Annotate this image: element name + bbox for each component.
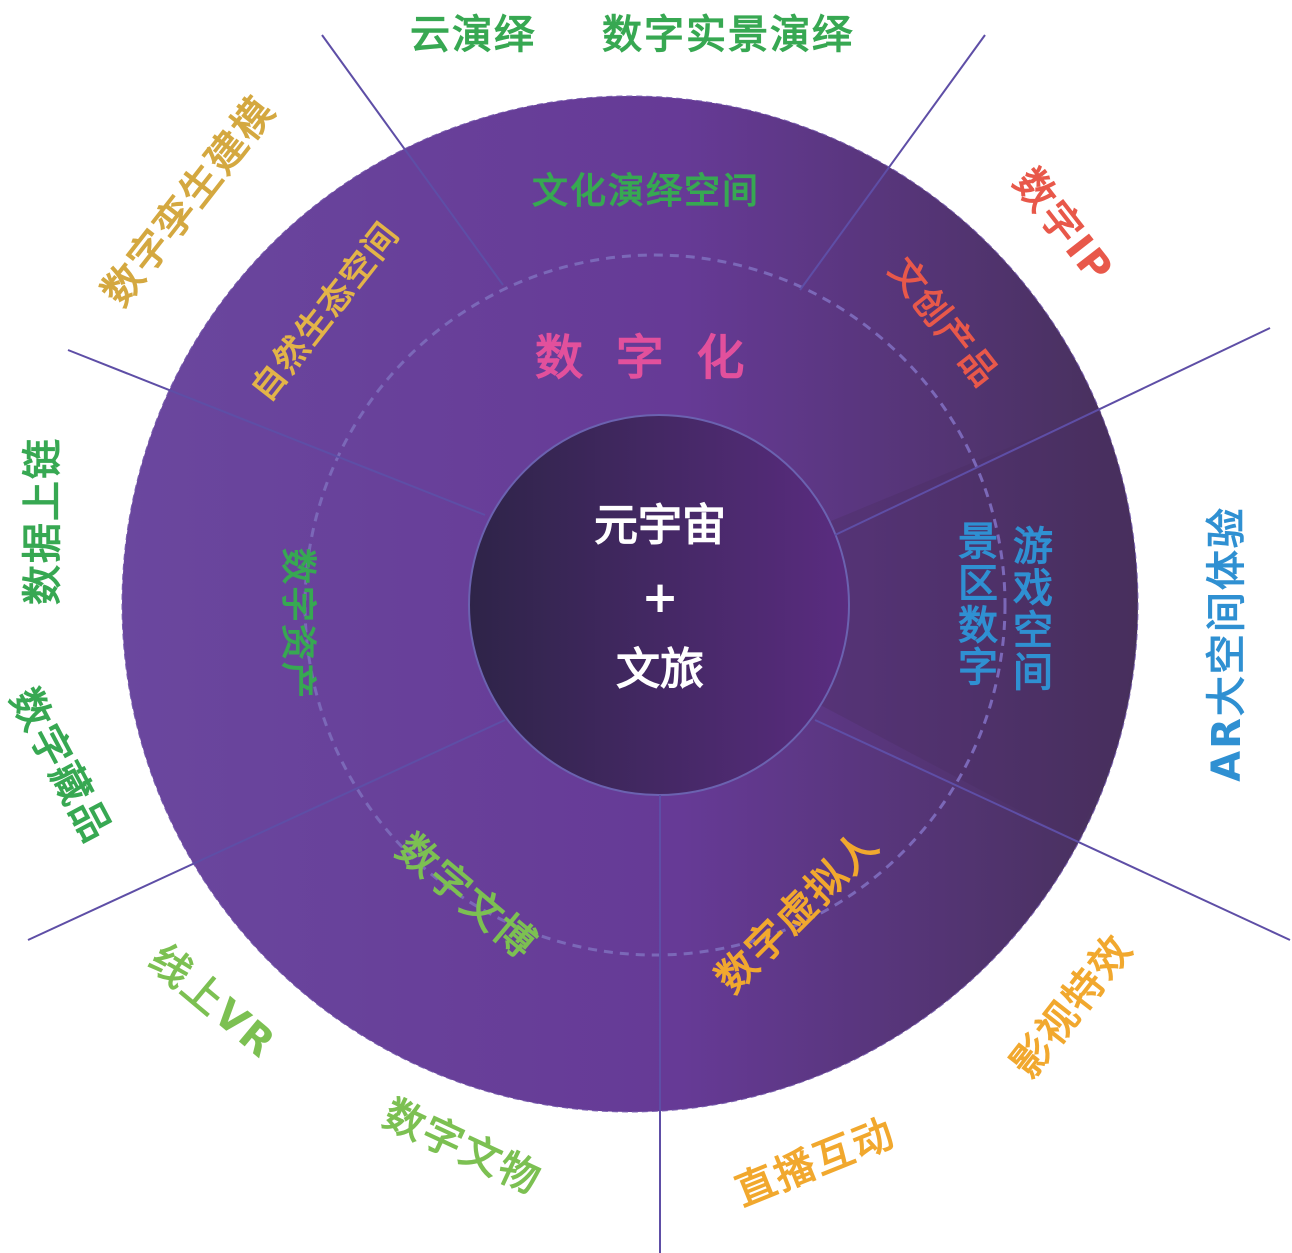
digital-assets-label: 数字资产: [277, 547, 319, 701]
center-plus: +: [641, 572, 679, 623]
center-title: 元宇宙 + 文旅: [560, 490, 760, 706]
center-line2: 文旅: [616, 644, 704, 695]
center-line1: 元宇宙: [594, 500, 726, 551]
data-chain-label: 数据上链: [20, 437, 66, 605]
real-scene-label: 数字实景演绎: [602, 12, 854, 58]
digitization-label: 数 字 化: [535, 330, 753, 386]
cloud-performance-label: 云演绎: [410, 12, 536, 58]
dark-right-segment: [630, 410, 1137, 840]
scenic-game-label-1: 景区数字: [951, 520, 997, 688]
dashed-arc: [303, 253, 1007, 957]
ar-experience-label: AR大空间体验: [1203, 506, 1250, 782]
divider-lines: [27, 34, 1291, 1253]
culture-space-label: 文化演绎空间: [532, 171, 761, 212]
scenic-game-label-2: 游戏空间: [1006, 525, 1052, 693]
